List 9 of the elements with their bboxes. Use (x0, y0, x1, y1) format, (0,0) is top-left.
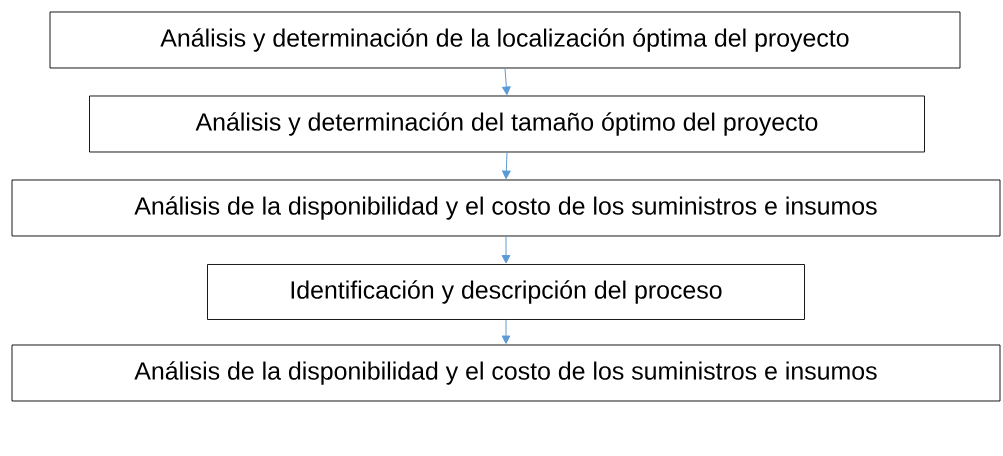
arrow (502, 151, 511, 179)
arrow (502, 67, 511, 95)
process-box: Análisis y determinación del tamaño óptimo del proyecto (89, 95, 925, 153)
process-box: Identificación y descripción del proceso (207, 264, 805, 320)
process-box: Análisis de la disponibilidad y el costo de los suministros e insumos (11, 344, 1001, 402)
arrow (501, 235, 511, 264)
process-box: Análisis y determinación de la localización óptima del proyecto (49, 11, 961, 69)
arrow (501, 319, 511, 344)
process-box: Análisis de la disponibilidad y el costo de los suministros e insumos (11, 179, 1001, 237)
